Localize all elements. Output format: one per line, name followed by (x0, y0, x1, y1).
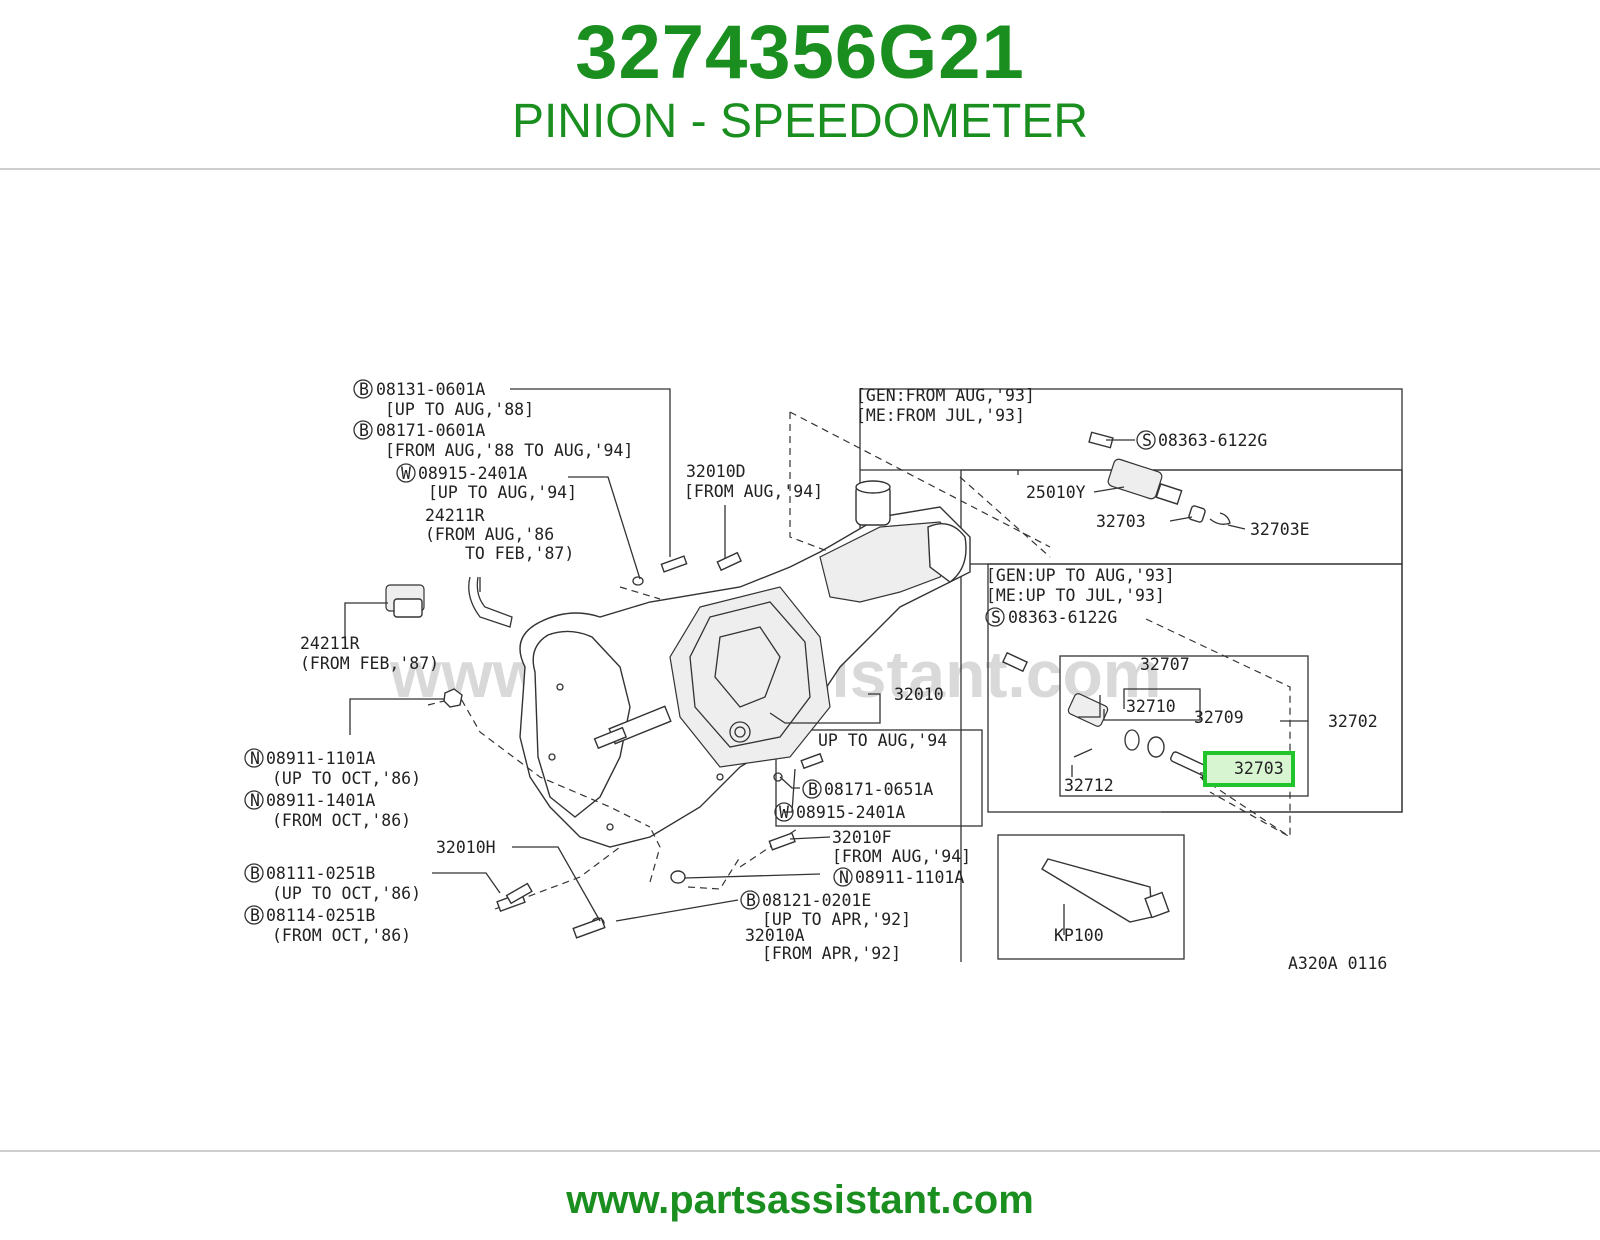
label-08171-note: [FROM AUG,'88 TO AUG,'94] (385, 441, 633, 460)
highlight-selected-part[interactable] (1203, 751, 1295, 787)
drawing-code: A320A 0116 (1288, 954, 1387, 973)
label-08915-note: [UP TO AUG,'94] (428, 483, 577, 502)
inset-frame-sealant (997, 834, 1185, 960)
callout-b1: B (359, 380, 369, 399)
label-08114-0251b: 08114-0251B (266, 906, 375, 925)
footer-divider (0, 1150, 1600, 1152)
callout-b2: B (359, 421, 369, 440)
label-32010a: 32010A (745, 926, 805, 945)
callout-circles (244, 379, 1156, 925)
bolt-32010d (716, 551, 743, 572)
label-08111-0251b: 08111-0251B (266, 864, 375, 883)
bolt-08131 (632, 555, 688, 586)
inset-frame-pinion-assembly (1059, 655, 1309, 797)
label-08121-0201e: 08121-0201E (762, 891, 871, 910)
label-32710: 32710 (1126, 697, 1176, 716)
label-08131-0601a: 08131-0601A (376, 380, 485, 399)
part-name-subtitle: PINION - SPEEDOMETER (511, 95, 1089, 148)
label-08911-1101a-right: 08911-1101A (855, 868, 964, 887)
label-08363-6122g-upper: 08363-6122G (1158, 431, 1267, 450)
label-08121-note: [UP TO APR,'92] (762, 910, 911, 929)
o-ring-32710 (1124, 729, 1140, 751)
callout-n17: N (839, 868, 849, 887)
label-08131-note: [UP TO AUG,'88] (385, 400, 534, 419)
label-08911-1401a: 08911-1401A (266, 791, 375, 810)
label-kp100: KP100 (1054, 926, 1104, 945)
callout-w15: W (779, 803, 789, 822)
footer-website-link[interactable]: www.partsassistant.com (566, 1178, 1034, 1222)
exploded-parts-diagram: www.partsassistant.com (180, 337, 1420, 1019)
pin-32712 (1073, 748, 1093, 758)
inset-upper-condition-gen: [GEN:FROM AUG,'93] (856, 386, 1035, 405)
inset-frame-bolts (775, 729, 983, 827)
clip-32703e (1209, 512, 1231, 525)
callout-n7: N (250, 791, 260, 810)
label-24211r-upper-note-1: (FROM AUG,'86 (425, 525, 554, 544)
label-24211r-lower-note: (FROM FEB,'87) (300, 654, 439, 673)
label-32707: 32707 (1140, 655, 1190, 674)
label-08111-note: (UP TO OCT,'86) (272, 884, 421, 903)
label-32010f-note: [FROM AUG,'94] (832, 847, 971, 866)
sealant-tube-kp100 (1041, 858, 1170, 923)
inset-lower-condition-gen: [GEN:UP TO AUG,'93] (986, 566, 1175, 585)
callout-s24: S (991, 608, 1001, 627)
label-32010d: 32010D (686, 462, 746, 481)
inset-upper-condition-me: [ME:FROM JUL,'93] (856, 406, 1025, 425)
pinion-32703-upper (1188, 505, 1206, 523)
callout-s20: S (1142, 431, 1152, 450)
label-up-to-aug94: UP TO AUG,'94 (818, 731, 947, 750)
bolt-32010f (768, 832, 796, 851)
label-32712: 32712 (1064, 776, 1114, 795)
label-32703e: 32703E (1250, 520, 1310, 539)
label-08911-1101a-note: (UP TO OCT,'86) (272, 769, 421, 788)
label-24211r-upper: 24211R (425, 506, 485, 525)
inset-lower-condition-me: [ME:UP TO JUL,'93] (986, 586, 1165, 605)
bolt-08171-0651a (773, 752, 824, 782)
bolt-08121 (572, 917, 606, 939)
label-32010f: 32010F (832, 828, 892, 847)
header-divider (0, 168, 1600, 170)
nut-08911-a (443, 688, 463, 708)
label-24211r-upper-note-2: TO FEB,'87) (465, 544, 574, 563)
label-08171-0651a: 08171-0651A (824, 780, 933, 799)
inset-frame-up-to-aug93 (987, 563, 1403, 813)
label-08911-1101a-left: 08911-1101A (266, 749, 375, 768)
bolt-08363-lower (1001, 651, 1029, 673)
label-08915-2401a-inset: 08915-2401A (796, 803, 905, 822)
footer: www.partsassistant.com (0, 1178, 1600, 1223)
callout-b18: B (746, 891, 756, 910)
callout-n6: N (250, 749, 260, 768)
transmission-case (519, 480, 971, 848)
part-number-title: 3274356G21 (575, 10, 1025, 95)
label-32010: 32010 (894, 685, 944, 704)
label-32703-upper: 32703 (1096, 512, 1146, 531)
callout-b9: B (250, 864, 260, 883)
label-32709: 32709 (1194, 708, 1244, 727)
label-32010a-note: [FROM APR,'92] (762, 944, 901, 963)
label-08911-1401a-note: (FROM OCT,'86) (272, 811, 411, 830)
label-32703-highlighted[interactable]: 32703 (1234, 759, 1284, 778)
bracket-24211r (468, 576, 513, 628)
label-08915-2401a: 08915-2401A (418, 464, 527, 483)
callout-b14: B (808, 780, 818, 799)
seal-32709 (1147, 736, 1165, 758)
callout-b10: B (250, 906, 260, 925)
label-32010d-note: [FROM AUG,'94] (684, 482, 823, 501)
label-08171-0601a: 08171-0601A (376, 421, 485, 440)
bolt-08111 (505, 882, 533, 905)
nut-08911-b (670, 870, 686, 884)
callout-w3: W (401, 464, 411, 483)
label-32702: 32702 (1328, 712, 1378, 731)
speed-sensor-25010y (1107, 458, 1183, 505)
bolt-08363-upper (1088, 431, 1114, 449)
label-24211r-lower: 24211R (300, 634, 360, 653)
label-08363-6122g-lower: 08363-6122G (1008, 608, 1117, 627)
label-08114-note: (FROM OCT,'86) (272, 926, 411, 945)
label-25010y: 25010Y (1026, 483, 1086, 502)
label-32010h: 32010H (436, 838, 496, 857)
sensor-24211r (385, 584, 425, 618)
